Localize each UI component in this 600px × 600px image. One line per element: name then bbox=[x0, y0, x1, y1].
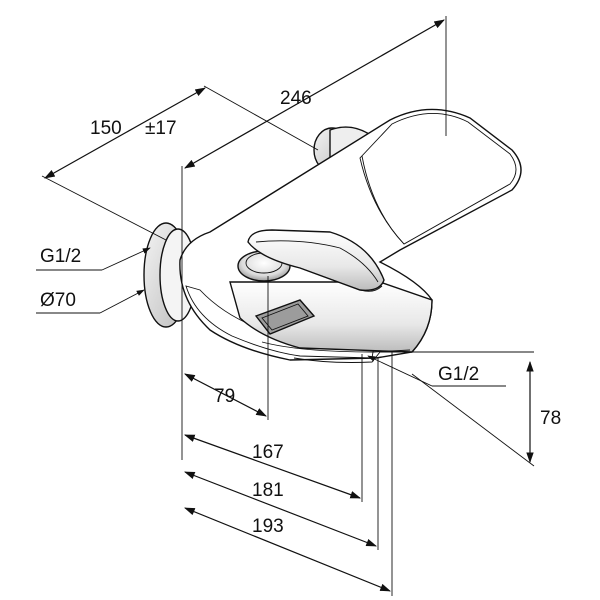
diverter-slot bbox=[254, 299, 316, 335]
dim-label-193: 193 bbox=[252, 516, 284, 537]
dimension-lines bbox=[36, 16, 535, 596]
dim-label-167: 167 bbox=[252, 442, 284, 463]
lever-handle bbox=[247, 229, 385, 292]
dim-label-tolerance: ±17 bbox=[145, 118, 177, 139]
dim-label-181: 181 bbox=[252, 480, 284, 501]
spout-outlet bbox=[229, 281, 433, 363]
dim-label-78: 78 bbox=[540, 408, 561, 429]
dim-label-246: 246 bbox=[280, 88, 312, 109]
dim-label-150: 150 bbox=[90, 118, 122, 139]
dim-label-rosette-diameter: Ø70 bbox=[40, 290, 76, 311]
dim-label-outlet-thread: G1/2 bbox=[438, 364, 479, 385]
dimension-labels: 150 ±17 246 G1/2 Ø70 79 167 181 193 G1/2… bbox=[40, 88, 561, 537]
body-underside bbox=[185, 285, 375, 359]
dim-label-inlet-thread: G1/2 bbox=[40, 246, 81, 267]
dim-label-79: 79 bbox=[214, 386, 235, 407]
faucet-body bbox=[143, 108, 522, 363]
